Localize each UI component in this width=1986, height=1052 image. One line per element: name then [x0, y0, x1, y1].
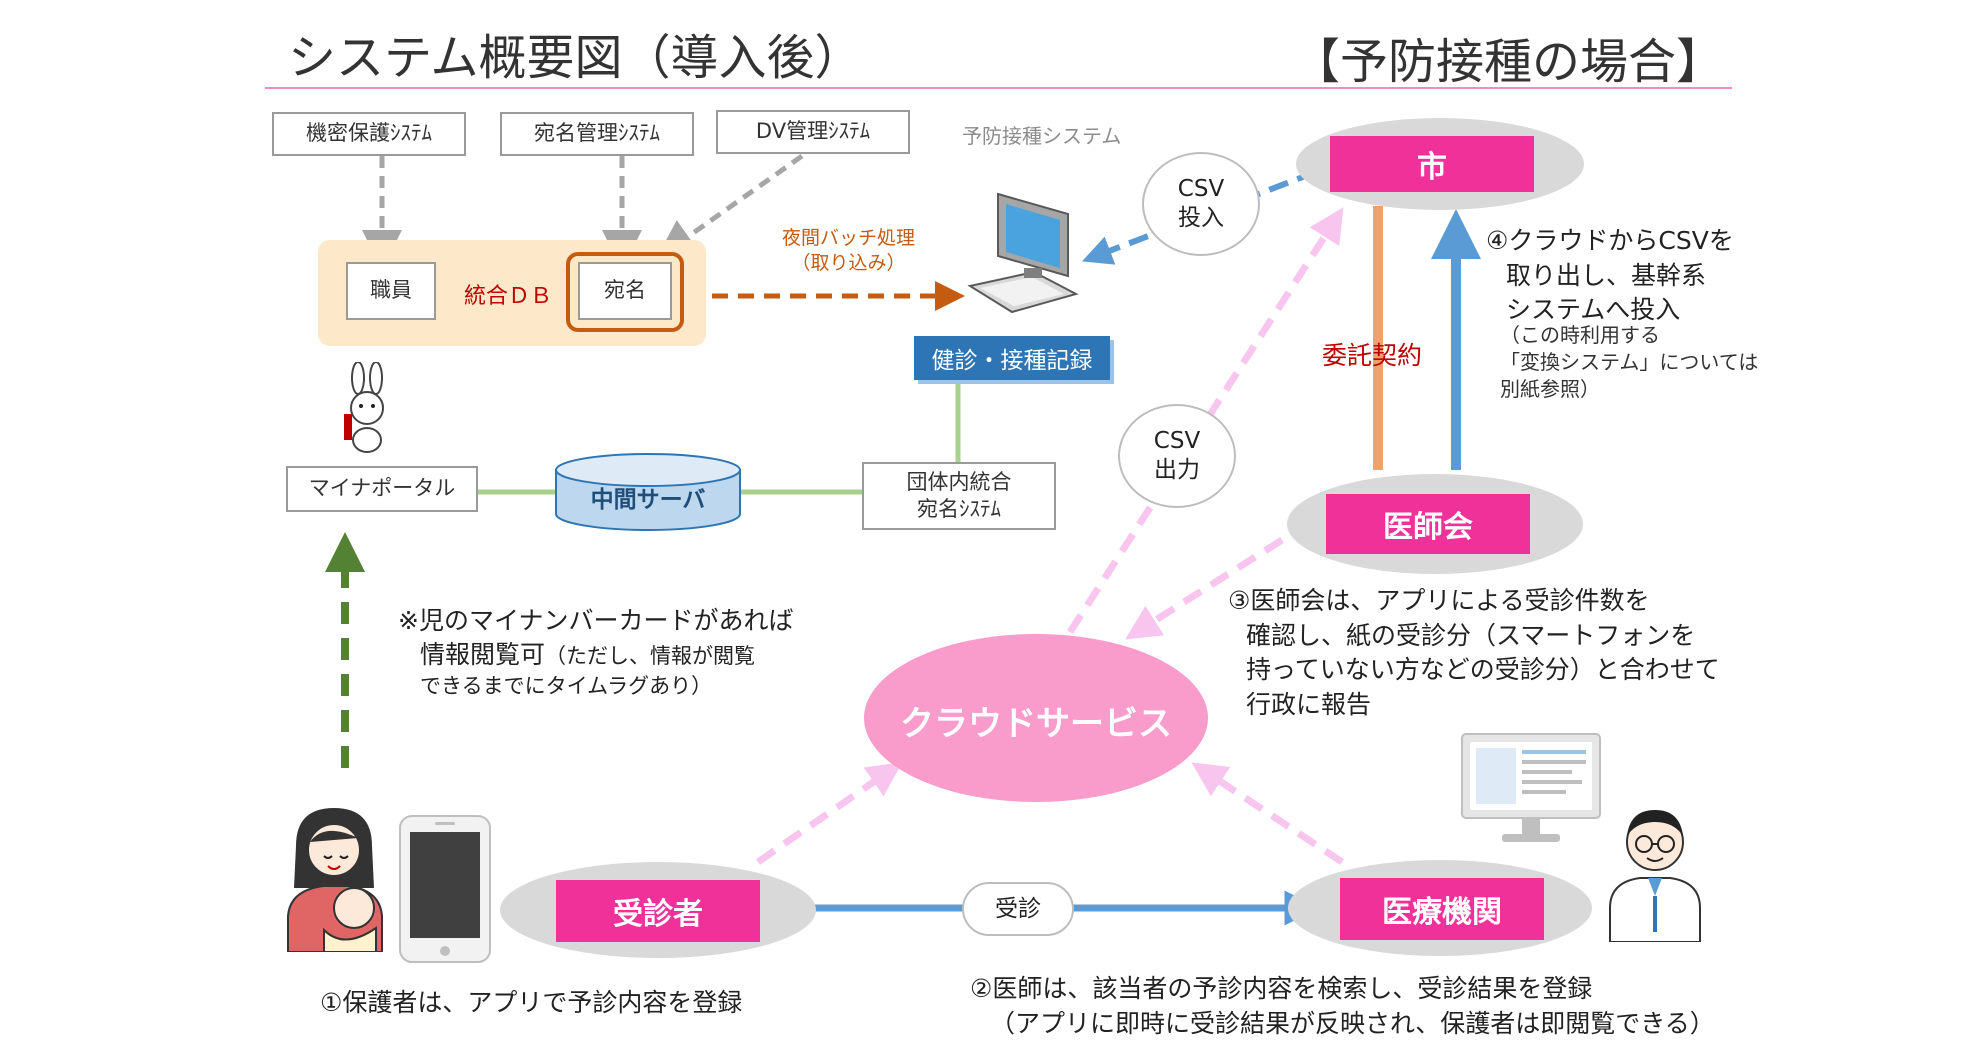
atena-kanri-system-box: 宛名管理ｼｽﾃﾑ: [500, 112, 694, 156]
note-2-line1: ②医師は、該当者の予診内容を検索し、受診結果を登録: [970, 974, 1593, 1003]
mynumber-note-line2b: （ただし、情報が閲覧: [545, 644, 756, 668]
note-4-small2: 「変換システム」については: [1500, 350, 1759, 375]
chukan-server-icon: [555, 453, 741, 531]
dantai-atena-box: 団体内統合 宛名ｼｽﾃﾑ: [862, 462, 1056, 530]
dantai-atena-line1: 団体内統合: [906, 469, 1012, 494]
atena-box: 宛名: [578, 262, 672, 320]
mynaportal-box: マイナポータル: [286, 466, 478, 512]
csv-in-bubble: CSV 投入: [1142, 152, 1260, 256]
medical-assoc-box: 医師会: [1326, 494, 1530, 554]
note-4-line3: システムへ投入: [1506, 295, 1681, 324]
note-4: ④クラウドからCSVを 取り出し、基幹系 システムへ投入: [1486, 224, 1734, 328]
dantai-atena-line2: 宛名ｼｽﾃﾑ: [917, 497, 1001, 521]
smartphone-icon: [399, 815, 491, 963]
note-4-small3: 別紙参照）: [1500, 377, 1600, 402]
itaku-label: 委託契約: [1322, 341, 1423, 370]
note-2: ②医師は、該当者の予診内容を検索し、受診結果を登録 （アプリに即時に受診結果が反…: [970, 972, 1715, 1041]
monitor-icon: [1461, 733, 1601, 842]
csv-in-line2: 投入: [1178, 205, 1224, 231]
note-3-line4: 行政に報告: [1246, 689, 1372, 719]
shokuin-box: 職員: [346, 262, 436, 320]
csv-out-line1: CSV: [1153, 428, 1201, 455]
chukan-server-label: 中間サーバ: [590, 487, 706, 513]
mynumber-note-line2a: 情報閲覧可: [420, 640, 546, 669]
assoc-cloud-arrow: [1125, 537, 1284, 640]
csv-out-line2: 出力: [1154, 457, 1200, 483]
batch-label-line1: 夜間バッチ処理: [782, 227, 916, 249]
atena-highlight-frame: [566, 252, 684, 332]
csv-in-line1: CSV: [1177, 176, 1225, 203]
note-3-line1: ③医師会は、アプリによる受診件数を: [1228, 586, 1650, 615]
hospital-cloud-arrow: [1191, 762, 1344, 865]
batch-label: 夜間バッチ処理 （取り込み）: [782, 226, 915, 275]
cloud-ellipse: [864, 634, 1208, 802]
batch-label-line2: （取り込み）: [791, 251, 906, 274]
note-2-line2: （アプリに即時に受診結果が反映され、保護者は即閲覧できる）: [990, 1008, 1715, 1038]
doctor-icon: [1609, 810, 1701, 942]
dv-kanri-system-box: DV管理ｼｽﾃﾑ: [716, 110, 910, 154]
csv-out-bubble: CSV 出力: [1118, 404, 1236, 508]
parent-child-icon: [287, 808, 383, 952]
csv-in-arrow: [1081, 169, 1318, 265]
cloud-label: クラウドサービス: [900, 704, 1172, 744]
computer-icon: [967, 192, 1079, 314]
note-3-line3: 持っていない方などの受診分）と合わせて: [1246, 655, 1720, 684]
note-1: ①保護者は、アプリで予診内容を登録: [320, 988, 743, 1017]
mynumber-note-line3: できるまでにタイムラグあり）: [420, 674, 713, 698]
note-4-line1: ④クラウドからCSVを: [1486, 226, 1734, 255]
case-label: 【予防接種の場合】: [1292, 34, 1725, 90]
patient-box: 受診者: [556, 880, 760, 942]
jushin-bubble: 受診: [962, 882, 1074, 936]
kimitsu-system-box: 機密保護ｼｽﾃﾑ: [272, 112, 466, 156]
dv-kanri-arrow: [655, 153, 804, 260]
note-3-line2: 確認し、紙の受診分（スマートフォンを: [1246, 620, 1696, 650]
mynumber-note-line1: ※児のマイナンバーカードがあれば: [398, 606, 794, 635]
yobou-system-label: 予防接種システム: [962, 124, 1122, 148]
tougou-db-label: 統合ＤＢ: [464, 284, 553, 309]
hospital-box: 医療機関: [1340, 878, 1544, 940]
patient-cloud-arrow: [756, 762, 903, 865]
mascot-rabbit-icon: [344, 362, 384, 453]
note-3: ③医師会は、アプリによる受診件数を 確認し、紙の受診分（スマートフォンを 持って…: [1228, 584, 1720, 722]
kenshin-record-banner: 健診・接種記録: [914, 336, 1110, 380]
page-title: システム概要図（導入後）: [288, 30, 863, 86]
note-4-line2: 取り出し、基幹系: [1506, 260, 1707, 290]
note-4-detail: （この時利用する 「変換システム」については 別紙参照）: [1500, 322, 1758, 404]
mynumber-note: ※児のマイナンバーカードがあれば 情報閲覧可（ただし、情報が閲覧 できるまでにタ…: [398, 604, 793, 701]
note-4-small1: （この時利用する: [1500, 323, 1660, 347]
city-box: 市: [1330, 136, 1534, 192]
